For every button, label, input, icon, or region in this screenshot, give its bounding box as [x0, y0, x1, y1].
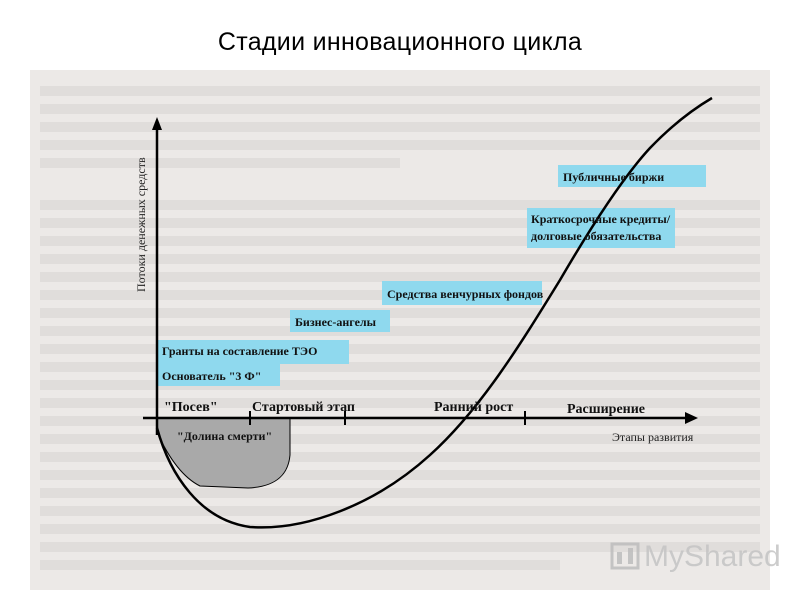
highlight-angels	[290, 310, 390, 332]
page-title: Стадии инновационного цикла	[217, 28, 583, 56]
highlight-grants	[157, 340, 349, 364]
label-grants: Гранты на составление ТЭО	[162, 344, 318, 358]
watermark-logo: MyShared	[610, 540, 781, 573]
label-short-term-loans: Краткосрочные кредиты/	[531, 212, 671, 226]
label-business-angels: Бизнес-ангелы	[295, 315, 377, 329]
background-text	[40, 86, 760, 570]
label-debt-obligations: долговые обязательства	[531, 229, 661, 243]
y-axis-arrow	[152, 117, 162, 130]
x-axis-arrow	[685, 412, 698, 424]
watermark-text: MyShared	[644, 540, 781, 573]
x-axis-label: Этапы развития	[612, 430, 694, 444]
highlight-founder	[157, 364, 280, 386]
stage-early-growth: Ранний рост	[434, 400, 513, 415]
label-valley-of-death: "Долина смерти"	[177, 429, 272, 443]
stage-expansion: Расширение	[567, 402, 645, 417]
label-founder: Основатель "3 Ф"	[162, 369, 261, 383]
y-axis-label: Потоки денежных средств	[134, 157, 148, 292]
highlight-exchanges	[558, 165, 706, 187]
label-venture-funds: Средства венчурных фондов	[387, 287, 544, 301]
valley-of-death-area	[156, 417, 291, 489]
cash-flow-curve	[155, 96, 713, 529]
label-public-exchanges: Публичные биржи	[563, 170, 664, 184]
stage-seed: "Посев"	[164, 400, 218, 415]
highlight-venture	[382, 281, 542, 305]
stage-startup: Стартовый этап	[252, 400, 355, 415]
